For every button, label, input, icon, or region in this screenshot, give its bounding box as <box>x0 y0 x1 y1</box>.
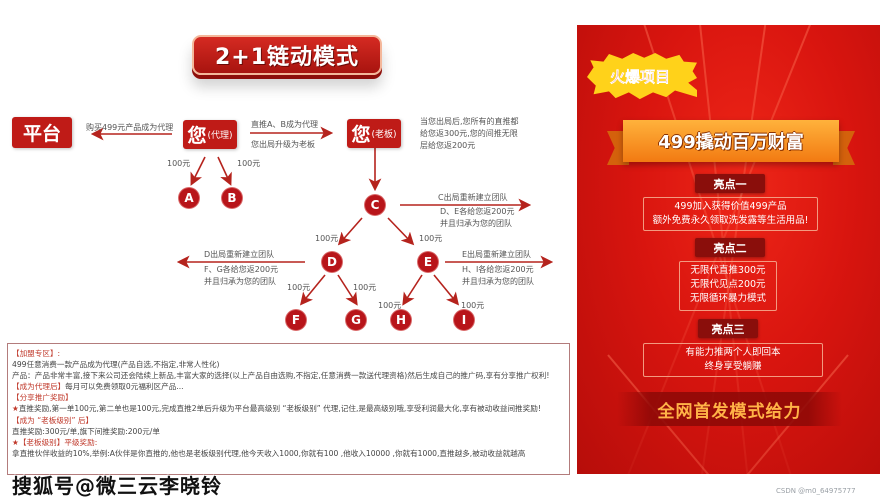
d-out-note: F、G各给您返200元 并且归承为您的团队 <box>204 264 278 288</box>
platform-box: 平台 <box>12 117 72 148</box>
info-line: 【成为代理后】每月可以免费领取0元福利区产品... <box>12 381 565 392</box>
e-out-note-line: H、I各给您返200元 <box>462 265 534 274</box>
agent-to-boss-top-label: 直推A、B成为代理 <box>251 120 318 129</box>
amount-label: 100元 <box>315 234 339 243</box>
buy-label: 购买499元产品成为代理 <box>86 123 174 132</box>
highlight-tag-2: 亮点二 <box>695 238 765 257</box>
amount-label: 100元 <box>287 283 311 292</box>
boss-sub: (老板) <box>371 130 397 140</box>
highlight-tag-3: 亮点三 <box>698 319 758 338</box>
credit-text: CSDN @m0_64975777 <box>776 487 856 495</box>
d-out-label: D出局重新建立团队 <box>204 250 275 259</box>
star-icon: ★ <box>12 404 19 414</box>
node-h: H <box>391 310 411 330</box>
amount-label: 100元 <box>167 159 191 168</box>
highlight-line: 499加入获得价值499产品 <box>674 201 787 212</box>
amount-label: 100元 <box>378 301 402 310</box>
amount-label: 100元 <box>237 159 261 168</box>
info-line: 499任意消费一款产品成为代理(产品自选,不指定,非常人性化) <box>12 360 220 370</box>
info-line-text: 每月可以免费领取0元福利区产品... <box>65 382 184 392</box>
agent-main: 您 <box>187 125 207 147</box>
highlight-line: 无限代直推300元 <box>690 265 766 276</box>
highlight-box-1: 499加入获得价值499产品 额外免费永久领取洗发露等生活用品! <box>643 197 818 231</box>
boss-main: 您 <box>351 124 371 146</box>
c-out-note-line: 并且归承为您的团队 <box>440 219 512 228</box>
c-out-note: D、E各给您返200元 并且归承为您的团队 <box>440 206 514 230</box>
highlight-box-3: 有能力推两个人即回本 终身享受躺赚 <box>643 343 823 377</box>
diagram-title: 2+1链动模式 <box>192 35 382 75</box>
e-out-label: E出局重新建立团队 <box>462 250 532 259</box>
e-out-note: H、I各给您返200元 并且归承为您的团队 <box>462 264 534 288</box>
info-line: 【分享推广奖励】 <box>12 393 73 403</box>
node-a: A <box>179 188 199 208</box>
ribbon-title: 499撬动百万财富 <box>623 120 839 162</box>
highlight-line: 有能力推两个人即回本 <box>685 347 781 358</box>
info-line: 直推奖励:300元/单,旗下间推奖励:200元/单 <box>12 426 160 436</box>
info-line: 【成为 “老板级别” 后】 <box>12 415 94 425</box>
star-icon: ★ <box>12 437 19 447</box>
node-i: I <box>454 310 474 330</box>
c-out-label: C出局重新建立团队 <box>438 193 508 202</box>
highlight-line: 无限代见点200元 <box>690 279 766 290</box>
node-e: E <box>418 252 438 272</box>
info-line-head: 【老板级别】平级奖励: <box>18 437 98 447</box>
burst-label: 火爆项目 <box>609 67 670 86</box>
node-d: D <box>322 252 342 272</box>
watermark: 搜狐号@微三云李晓铃 <box>12 474 222 498</box>
node-g: G <box>346 310 366 330</box>
highlight-line: 无限循环暴力模式 <box>689 293 766 304</box>
agent-box: 您(代理) <box>183 120 237 149</box>
info-line: ★【老板级别】平级奖励: <box>12 437 565 448</box>
node-b: B <box>222 188 242 208</box>
info-box: 【加盟专区】: 499任意消费一款产品成为代理(产品自选,不指定,非常人性化) … <box>7 343 570 475</box>
highlight-line: 终身享受躺赚 <box>704 361 762 372</box>
info-line: 产品：产品非常丰富,接下来公司还会陆续上新品,丰富大家的选择(以上产品自由选购,… <box>12 371 550 381</box>
highlight-line: 额外免费永久领取洗发露等生活用品! <box>652 215 809 226</box>
highlight-tag-1: 亮点一 <box>695 174 765 193</box>
d-out-note-line: F、G各给您返200元 <box>204 265 279 274</box>
agent-sub: (代理) <box>207 131 233 141</box>
platform-label: 平台 <box>22 123 61 145</box>
amount-label: 100元 <box>461 301 485 310</box>
c-out-note-line: D、E各给您返200元 <box>440 207 515 216</box>
boss-note: 当您出局后,您所有的直推都 给您返300元,您的间推无限 层给您返200元 <box>420 116 519 152</box>
amount-label: 100元 <box>353 283 377 292</box>
promo-panel: 火爆项目 499撬动百万财富 亮点一 499加入获得价值499产品 额外免费永久… <box>577 25 880 474</box>
info-line-head: 【成为代理后】 <box>12 382 66 392</box>
diagram-arrows <box>90 126 554 306</box>
agent-to-boss-bottom-label: 您出局升级为老板 <box>251 140 315 149</box>
boss-note-line: 当您出局后,您所有的直推都 <box>420 117 519 126</box>
e-out-note-line: 并且归承为您的团队 <box>462 277 534 286</box>
node-f: F <box>286 310 306 330</box>
node-c: C <box>365 195 385 215</box>
d-out-note-line: 并且归承为您的团队 <box>204 277 276 286</box>
info-line-text: 直推奖励,第一单100元,第二单也是100元,完成直推2单后升级为平台最高级别 … <box>18 404 541 414</box>
boss-note-line: 给您返300元,您的间推无限 <box>420 129 518 138</box>
boss-box: 您(老板) <box>347 119 401 148</box>
info-line: 拿直推伙伴收益的10%,举例:A伙伴是你直推的,他也是老板级别代理,他今天收入1… <box>12 448 526 458</box>
info-line: ★直推奖励,第一单100元,第二单也是100元,完成直推2单后升级为平台最高级别… <box>12 403 565 414</box>
bottom-banner: 全网首发模式给力 <box>617 392 842 426</box>
highlight-box-2: 无限代直推300元 无限代见点200元 无限循环暴力模式 <box>679 261 777 311</box>
boss-note-line: 层给您返200元 <box>420 141 476 150</box>
info-line: 【加盟专区】: <box>12 349 61 358</box>
amount-label: 100元 <box>419 234 443 243</box>
